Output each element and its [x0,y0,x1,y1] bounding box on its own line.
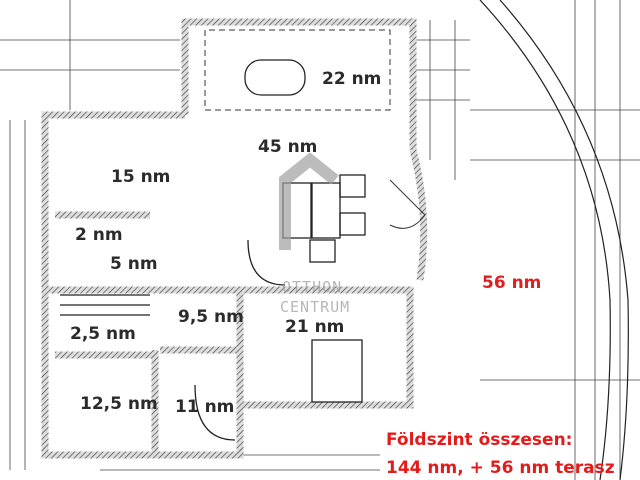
svg-text:OTTHON: OTTHON [282,278,342,296]
watermark: OTTHON CENTRUM [279,152,350,316]
room-label: 9,5 nm [178,307,244,327]
room-label: 15 nm [111,167,170,187]
walls [41,18,428,459]
summary-line-2: 144 nm, + 56 nm terasz [386,458,615,478]
furniture [60,59,366,441]
room-label: 45 nm [258,137,317,157]
overhead-dashed-line [204,29,391,111]
svg-text:CENTRUM: CENTRUM [280,298,350,316]
room-label: 21 nm [285,317,344,337]
room-label: 5 nm [110,254,158,274]
terrace-outline [479,0,629,480]
room-label: 2,5 nm [70,324,136,344]
summary-line-1: Földszint összesen: [386,430,573,450]
terrace-label: 56 nm [482,273,541,293]
room-label: 22 nm [322,69,381,89]
room-label: 2 nm [75,225,123,245]
room-label: 11 nm [175,397,234,417]
room-label: 12,5 nm [80,394,158,414]
bay-window [389,179,426,229]
